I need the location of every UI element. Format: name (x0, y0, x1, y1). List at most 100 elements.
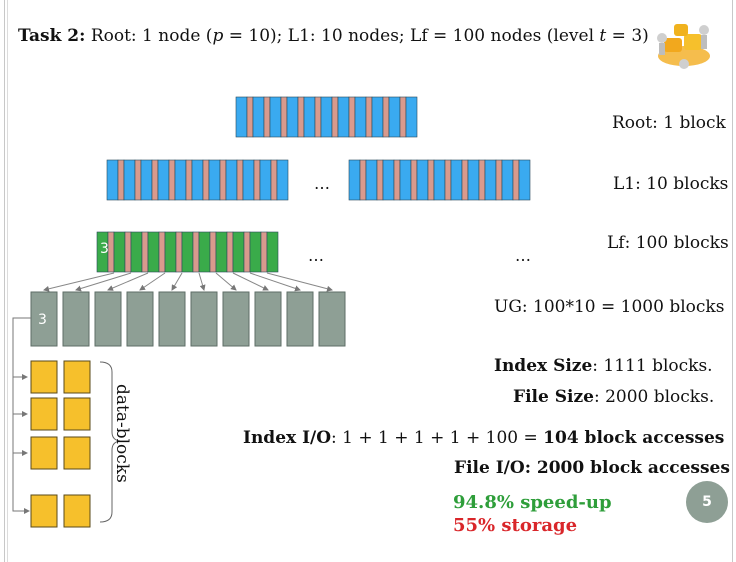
node-key-cell (501, 159, 514, 201)
node-pointer-cell (192, 231, 200, 273)
task-title-t-val: = 3) (606, 26, 649, 46)
ug-block (254, 291, 282, 347)
l1-node-last (348, 159, 531, 201)
index-io-result: 104 block accesses (543, 428, 725, 448)
data-block (30, 397, 58, 431)
page-number-badge: 5 (686, 481, 728, 523)
node-pointer-cell (202, 159, 210, 201)
node-key-cell (198, 231, 211, 273)
data-blocks-bracket (99, 361, 121, 523)
data-block (63, 494, 91, 528)
file-io: File I/O: 2000 block accesses (454, 458, 730, 478)
ug-label: UG: 100*10 = 1000 blocks (494, 297, 725, 317)
ug-block (158, 291, 186, 347)
node-pointer-cell (270, 159, 278, 201)
bracket-path (99, 361, 121, 523)
node-pointer-cell (185, 159, 193, 201)
node-pointer-cell (382, 96, 390, 138)
node-pointer-cell (348, 96, 356, 138)
index-size: Index Size: 1111 blocks. (494, 356, 713, 376)
node-pointer-cell (376, 159, 384, 201)
node-pointer-cell (495, 159, 503, 201)
node-key-cell (140, 159, 153, 201)
node-pointer-cell (314, 96, 322, 138)
data-block (63, 436, 91, 470)
node-key-cell (147, 231, 160, 273)
node-key-cell (320, 96, 333, 138)
node-pointer-cell (246, 96, 254, 138)
node-pointer-cell (175, 231, 183, 273)
pointer-arrow (198, 272, 206, 291)
task-title: Task 2: Root: 1 node (p = 10); L1: 10 no… (18, 26, 649, 46)
pointer-arrow (232, 272, 269, 291)
lf-ellipsis-right: … (515, 246, 531, 265)
storage-text: 55% storage (453, 515, 578, 536)
node-key-cell (266, 231, 279, 273)
node-pointer-cell (151, 159, 159, 201)
pointer-arrow (171, 272, 183, 291)
node-pointer-cell (427, 159, 435, 201)
task-title-p-var: p (212, 26, 224, 46)
ug-block (286, 291, 314, 347)
pointer-arrow (249, 272, 301, 292)
node-key-cell (269, 96, 282, 138)
data-block-grid (30, 360, 91, 528)
file-size: File Size: 2000 blocks. (513, 387, 714, 407)
node-key-cell (232, 231, 245, 273)
root-label: Root: 1 block (612, 113, 726, 133)
pointer-arrow (215, 272, 237, 291)
node-key-cell (235, 96, 248, 138)
node-key-cell (286, 96, 299, 138)
ug-block (62, 291, 90, 347)
index-io-label: Index I/O (243, 428, 332, 448)
pointer-arrow (139, 272, 166, 291)
node-pointer-cell (263, 96, 271, 138)
task-title-p-val: = 10); L1: 10 nodes; Lf = 100 nodes (lev… (223, 26, 600, 46)
leaf-count-label: 3 (100, 241, 109, 257)
l1-node-first (106, 159, 289, 201)
node-key-cell (225, 159, 238, 201)
node-pointer-cell (243, 231, 251, 273)
node-pointer-cell (260, 231, 268, 273)
node-pointer-cell (410, 159, 418, 201)
node-pointer-cell (168, 159, 176, 201)
node-key-cell (208, 159, 221, 201)
l1-label: L1: 10 blocks (613, 174, 729, 194)
leaf-node (96, 231, 279, 273)
ug-block (126, 291, 154, 347)
node-key-cell (252, 96, 265, 138)
node-key-cell (388, 96, 401, 138)
leaf-to-ug-arrows (43, 272, 333, 292)
node-key-cell (157, 159, 170, 201)
file-size-label: File Size (513, 387, 594, 407)
node-pointer-cell (461, 159, 469, 201)
node-key-cell (405, 96, 418, 138)
ug-block (30, 291, 58, 347)
index-io-value: : 1 + 1 + 1 + 1 + 100 = (331, 428, 544, 448)
index-size-value: : 1111 blocks. (592, 356, 713, 376)
pointer-arrow (75, 272, 132, 292)
data-block (30, 360, 58, 394)
node-key-cell (337, 96, 350, 138)
task-title-t-var: t (599, 26, 607, 46)
node-pointer-cell (297, 96, 305, 138)
ug-block (94, 291, 122, 347)
node-key-cell (518, 159, 531, 201)
node-pointer-cell (280, 96, 288, 138)
data-block (63, 397, 91, 431)
task-title-prefix: Task 2: (18, 26, 86, 46)
ug-block (190, 291, 218, 347)
node-key-cell (365, 159, 378, 201)
data-blocks-label: data-blocks (112, 384, 132, 483)
file-io-value: : 2000 block accesses (524, 458, 730, 478)
pointer-arrow (43, 272, 115, 292)
ug-block (222, 291, 250, 347)
node-key-cell (130, 231, 143, 273)
node-pointer-cell (512, 159, 520, 201)
node-key-cell (484, 159, 497, 201)
node-pointer-cell (117, 159, 125, 201)
node-key-cell (215, 231, 228, 273)
slide-border-left-inner (7, 0, 8, 562)
data-block (30, 494, 58, 528)
